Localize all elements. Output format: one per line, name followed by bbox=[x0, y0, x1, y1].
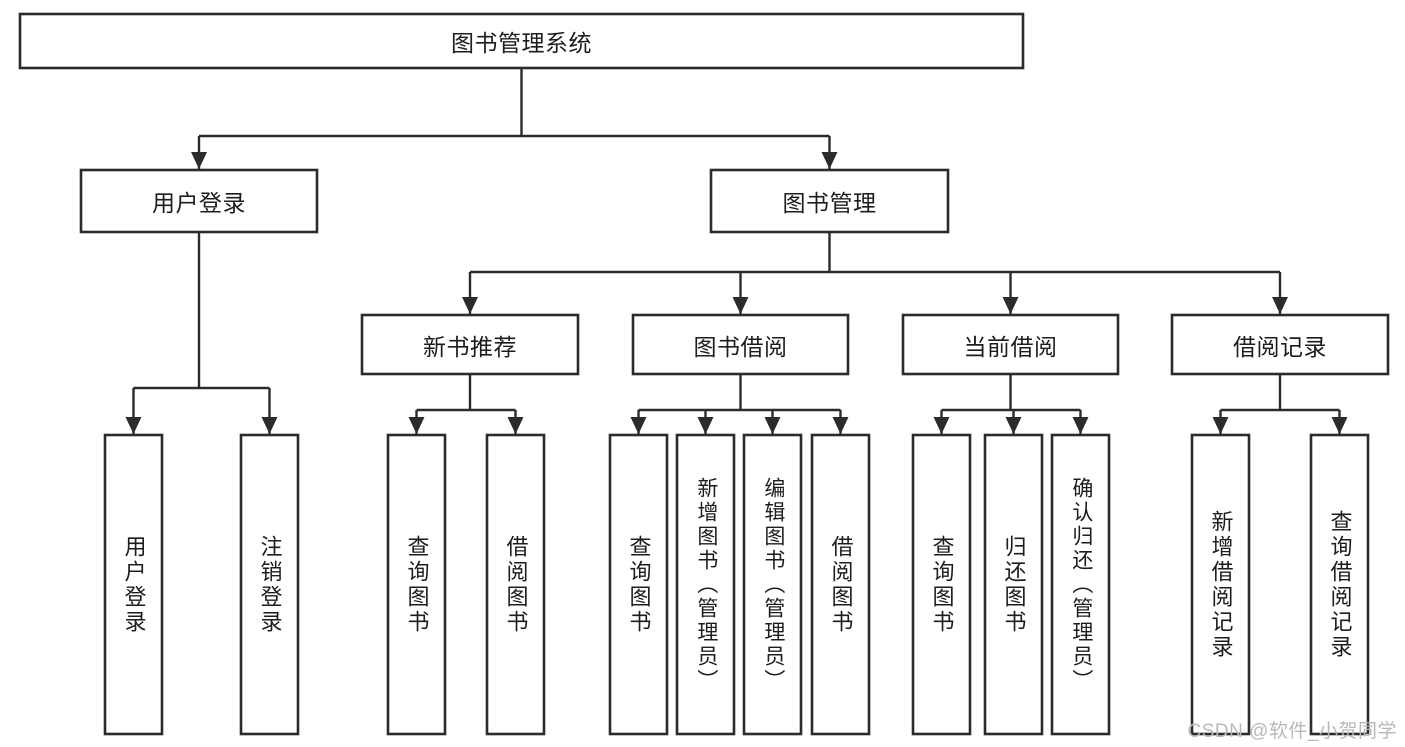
new-book-recommend-to-leaves-arrow bbox=[507, 417, 524, 434]
node-box-leaf-logout[interactable] bbox=[239, 433, 300, 736]
node-box-leaf-edit-book[interactable] bbox=[742, 433, 803, 736]
connector-group bbox=[125, 68, 1348, 434]
current-borrow-to-leaves-arrow bbox=[1005, 417, 1022, 434]
node-box-leaf-borrow-book-1[interactable] bbox=[485, 433, 546, 736]
node-box-leaf-query-book-1[interactable] bbox=[386, 433, 447, 736]
node-box-root[interactable] bbox=[18, 12, 1025, 70]
node-box-leaf-user-login[interactable] bbox=[103, 433, 164, 736]
node-box-new-book-recommend[interactable] bbox=[360, 313, 580, 376]
book-borrow-to-leaves-arrow bbox=[697, 417, 714, 434]
root-to-level2-arrow bbox=[821, 152, 838, 169]
node-box-current-borrow[interactable] bbox=[901, 313, 1120, 376]
node-box-book-borrow[interactable] bbox=[631, 313, 850, 376]
user-login-to-leaves-arrow bbox=[261, 417, 278, 434]
node-box-leaf-query-book-2[interactable] bbox=[608, 433, 669, 736]
node-box-leaf-query-book-3[interactable] bbox=[911, 433, 972, 736]
node-box-leaf-return-book[interactable] bbox=[983, 433, 1044, 736]
node-box-borrow-record[interactable] bbox=[1170, 313, 1390, 376]
node-box-group bbox=[18, 12, 1390, 736]
book-borrow-to-leaves-arrow bbox=[764, 417, 781, 434]
node-box-user-login[interactable] bbox=[79, 168, 319, 234]
bookmgmt-to-level3-arrow bbox=[732, 297, 749, 314]
book-borrow-to-leaves-arrow bbox=[832, 417, 849, 434]
book-borrow-to-leaves-arrow bbox=[630, 417, 647, 434]
user-login-to-leaves-arrow bbox=[125, 417, 142, 434]
root-to-level2-arrow bbox=[191, 152, 207, 169]
borrow-record-to-leaves-arrow bbox=[1331, 417, 1348, 434]
node-box-leaf-confirm-return[interactable] bbox=[1050, 433, 1111, 736]
node-box-leaf-add-record[interactable] bbox=[1190, 433, 1251, 736]
bookmgmt-to-level3-arrow bbox=[462, 297, 478, 314]
borrow-record-to-leaves-arrow bbox=[1212, 417, 1229, 434]
node-box-leaf-add-book[interactable] bbox=[675, 433, 736, 736]
bookmgmt-to-level3-arrow bbox=[1272, 297, 1288, 314]
node-box-leaf-borrow-book-2[interactable] bbox=[810, 433, 871, 736]
watermark-text: CSDN @软件_小贺同学 bbox=[1187, 721, 1397, 742]
new-book-recommend-to-leaves-arrow bbox=[408, 417, 425, 434]
bookmgmt-to-level3-arrow bbox=[1002, 297, 1019, 314]
current-borrow-to-leaves-arrow bbox=[1072, 417, 1089, 434]
node-box-book-management[interactable] bbox=[709, 168, 950, 234]
current-borrow-to-leaves-arrow bbox=[933, 417, 950, 434]
node-box-leaf-query-record[interactable] bbox=[1309, 433, 1370, 736]
